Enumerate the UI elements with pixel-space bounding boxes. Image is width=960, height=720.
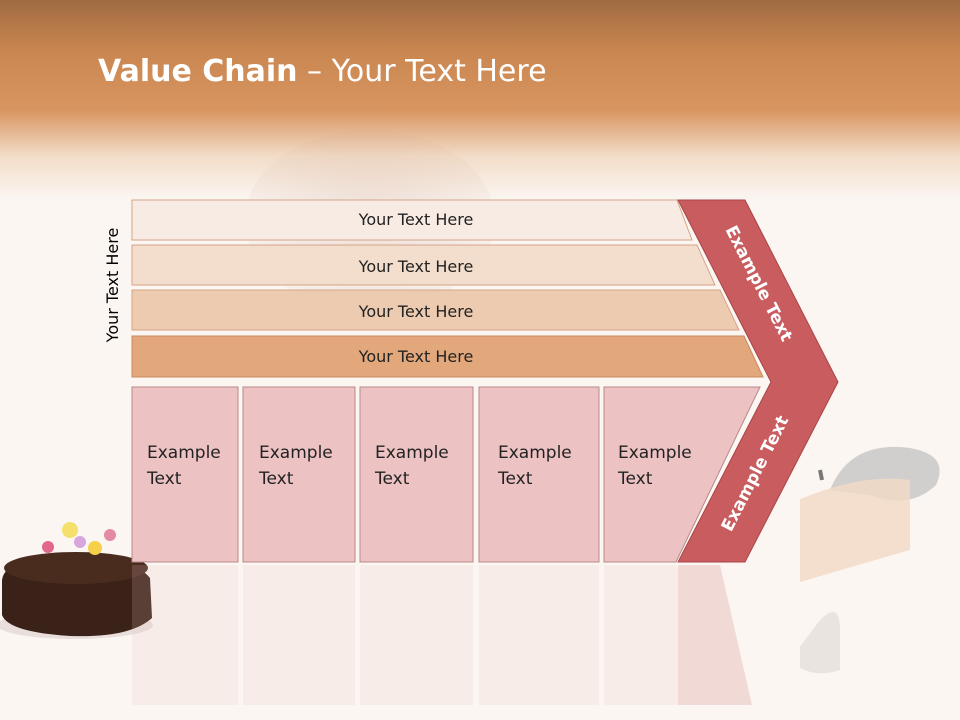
bar-3: Your Text Here [131, 289, 740, 331]
column-3 [359, 386, 474, 563]
bar-2: Your Text Here [131, 244, 716, 286]
column-2 [242, 386, 356, 563]
shoe-image [800, 446, 940, 674]
column-4 [478, 386, 600, 563]
header-band [0, 0, 960, 200]
bar-3-label: Your Text Here [358, 302, 474, 321]
column-1 [131, 386, 239, 563]
slide-title: Value Chain – Your Text Here [98, 54, 547, 89]
bar-1-label: Your Text Here [358, 210, 474, 229]
column-5 [603, 386, 761, 563]
cake-image [0, 522, 153, 639]
bar-4-label: Your Text Here [358, 347, 474, 366]
bar-4: Your Text Here [131, 335, 764, 378]
bar-1: Your Text Here [131, 199, 693, 241]
chevron-arrow [677, 199, 839, 563]
bar-2-label: Your Text Here [358, 257, 474, 276]
